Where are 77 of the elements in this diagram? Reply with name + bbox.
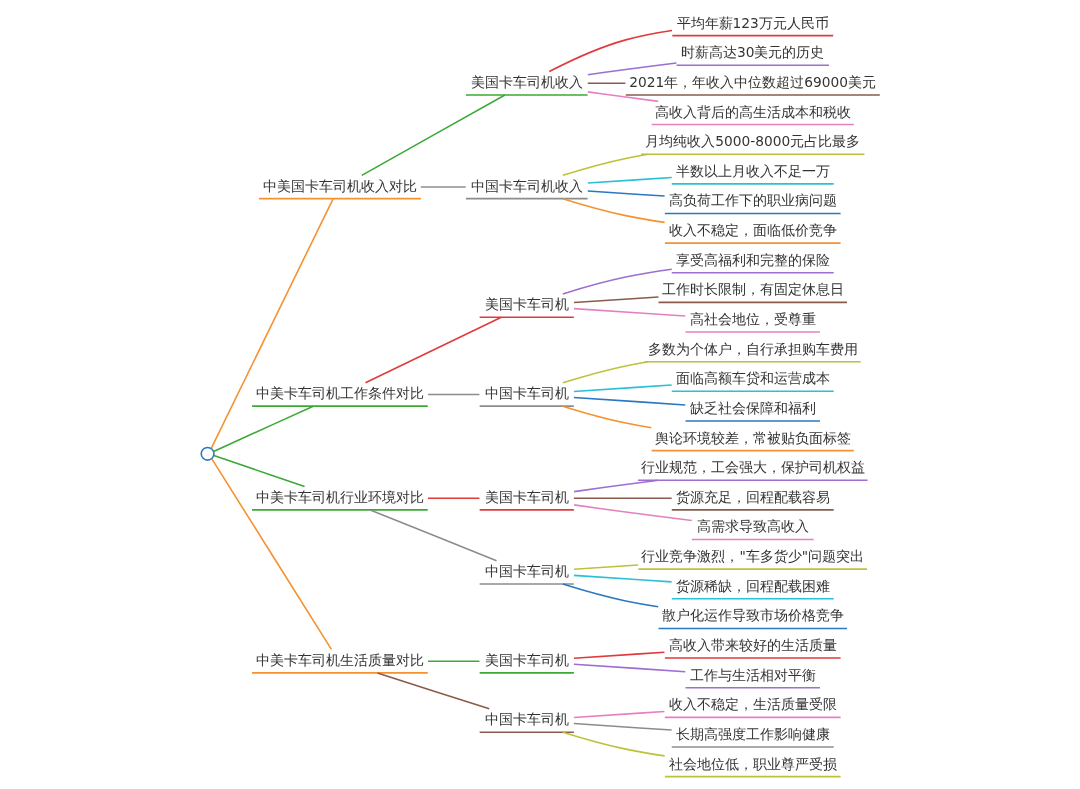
connector	[212, 454, 305, 488]
node-text: 舆论环境较差，常被贴负面标签	[654, 429, 851, 446]
connector	[572, 396, 686, 406]
node-text: 工作时长限制，有固定休息日	[661, 281, 844, 298]
connector	[548, 29, 673, 73]
connector	[426, 660, 480, 663]
connector	[561, 583, 659, 608]
connector	[426, 393, 480, 396]
connector	[210, 458, 332, 651]
node-text: 高社会地位，受尊重	[689, 311, 816, 327]
connector	[376, 672, 490, 710]
connector	[586, 176, 672, 184]
node-text: 平均年薪123万元人民币	[676, 14, 829, 31]
node-text: 散户化运作导致市场价格竞争	[661, 607, 844, 624]
connector	[572, 384, 672, 393]
node-text: 美国卡车司机	[484, 296, 569, 313]
node-text: 高需求导致高收入	[696, 518, 809, 535]
connector	[572, 710, 665, 719]
node-text: 中国卡车司机	[484, 562, 569, 579]
connector	[360, 94, 506, 177]
connector	[586, 190, 665, 197]
node-text: 行业竞争激烈，"车多货少"问题突出	[640, 548, 864, 565]
node-text: 中美卡车司机工作条件对比	[255, 385, 424, 402]
connector	[572, 497, 672, 500]
node-text: 2021年，年收入中位数超过69000美元	[628, 73, 876, 90]
node-text: 高收入带来较好的生活质量	[668, 637, 837, 654]
connector	[368, 509, 497, 562]
node-text: 中国卡车司机	[484, 711, 569, 728]
connector	[426, 497, 480, 500]
connector	[572, 564, 639, 571]
connector	[572, 307, 686, 317]
connector	[561, 360, 649, 384]
node-text: 享受高福利和完整的保险	[675, 251, 830, 268]
node-text: 面临高额车贷和运营成本	[675, 370, 830, 387]
connector	[572, 504, 693, 522]
node-text: 长期高强度工作影响健康	[675, 725, 830, 742]
node-text: 美国卡车司机	[484, 651, 569, 668]
node-text: 高收入背后的高生活成本和税收	[654, 103, 851, 120]
connector	[561, 197, 665, 224]
node-text: 月均纯收入5000-8000元占比最多	[644, 133, 860, 150]
connector	[586, 82, 626, 85]
connector	[364, 316, 502, 384]
node-text: 中国卡车司机收入	[470, 177, 583, 194]
connector	[586, 62, 677, 76]
connector	[572, 574, 672, 583]
connector	[572, 296, 659, 304]
node-text: 高负荷工作下的职业病问题	[668, 192, 837, 209]
connector	[210, 198, 334, 449]
node-text: 收入不稳定，生活质量受限	[668, 696, 837, 713]
node-text: 中美卡车司机生活质量对比	[255, 651, 424, 668]
node-text: 中国卡车司机	[484, 385, 569, 402]
node-text: 工作与生活相对平衡	[689, 666, 816, 683]
node-text: 半数以上月收入不足一万	[675, 162, 830, 179]
node-text: 中美卡车司机行业环境对比	[255, 488, 424, 505]
node-text: 缺乏社会保障和福利	[689, 399, 816, 416]
node-text: 美国卡车司机	[484, 488, 569, 505]
connector	[561, 731, 665, 757]
connector	[561, 153, 649, 177]
connector	[561, 268, 673, 295]
node-text: 时薪高达30美元的历史	[680, 44, 824, 61]
node-text: 美国卡车司机收入	[470, 73, 583, 90]
connector	[419, 186, 466, 188]
node-text: 收入不稳定，面临低价竞争	[668, 222, 837, 239]
connector	[572, 663, 686, 673]
connector	[212, 405, 314, 453]
connector	[572, 479, 659, 493]
connector	[586, 91, 659, 103]
connector	[561, 405, 652, 429]
node-text: 社会地位低，职业尊严受损	[668, 755, 837, 772]
node-circle	[199, 446, 215, 461]
node-text: 多数为个体户，自行承担购车费用	[647, 340, 858, 357]
connector	[572, 722, 672, 731]
node-text: 行业规范，工会强大，保护司机权益	[640, 459, 865, 476]
connector	[572, 651, 665, 659]
node-text: 货源稀缺，回程配载困难	[675, 577, 830, 594]
node-text: 货源充足，回程配载容易	[675, 488, 830, 505]
node-text: 中美国卡车司机收入对比	[262, 177, 417, 194]
